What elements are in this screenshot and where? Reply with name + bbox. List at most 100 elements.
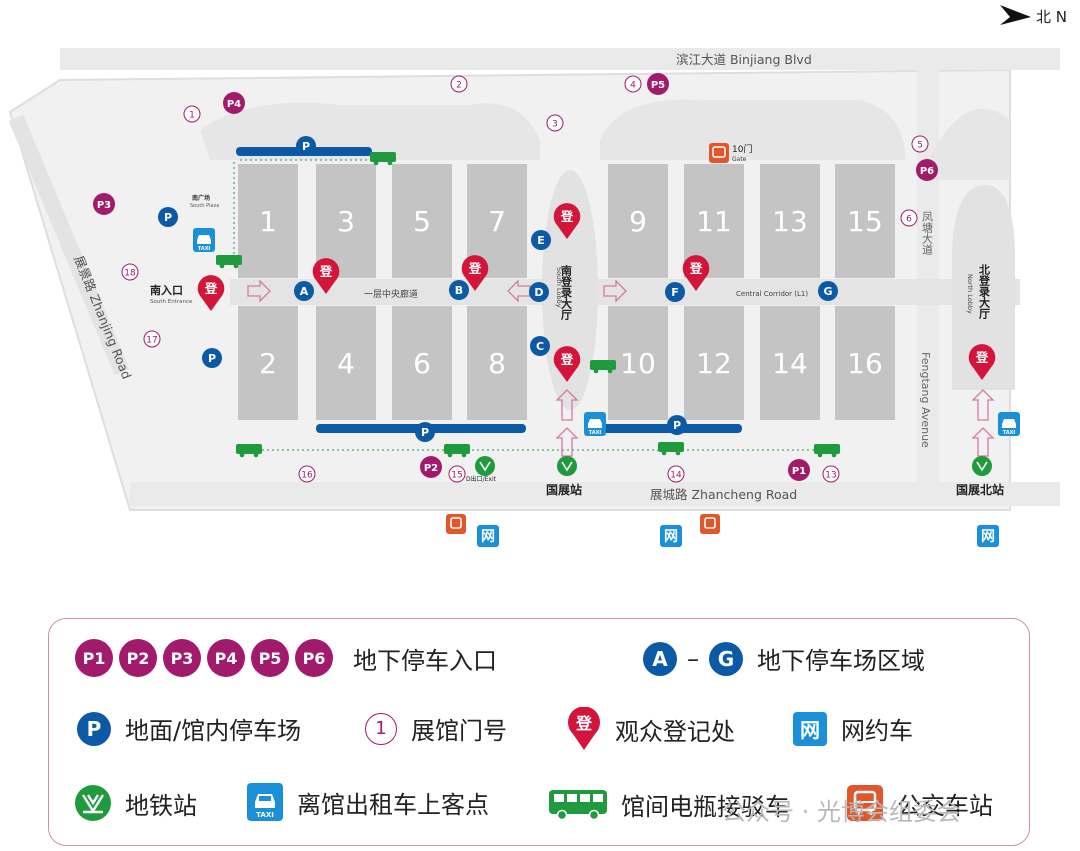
metro-icon bbox=[75, 785, 111, 821]
hall-number: 4 bbox=[337, 347, 355, 380]
legend-ride-hailing: 网 网约车 bbox=[793, 711, 913, 746]
svg-text:P: P bbox=[421, 426, 429, 439]
zone-F: F bbox=[665, 282, 685, 302]
hall-number: 8 bbox=[488, 347, 506, 380]
south-plaza-cn: 南广场 bbox=[192, 194, 210, 202]
south-plaza-en: South Plaza bbox=[190, 203, 219, 209]
svg-text:P: P bbox=[302, 140, 310, 153]
registration-pin: 登 bbox=[461, 255, 489, 291]
p1-badge: P1 bbox=[75, 639, 113, 677]
registration-pin: 登 bbox=[553, 346, 581, 382]
hall-4: 4 bbox=[316, 306, 376, 420]
hall-2: 2 bbox=[238, 306, 298, 420]
svg-text:4: 4 bbox=[630, 81, 636, 91]
hall-8: 8 bbox=[467, 306, 527, 420]
hall-13: 13 bbox=[760, 164, 820, 278]
watermark: 公众号 · 光博会组委会 bbox=[722, 798, 961, 826]
gate-6: 6 bbox=[900, 209, 918, 227]
south-entrance-en: South Entrance bbox=[150, 299, 193, 305]
zone-G: G bbox=[818, 281, 838, 301]
svg-text:网: 网 bbox=[481, 529, 495, 545]
parking-entrance-label: 地下停车入口 bbox=[353, 646, 497, 675]
bus-stop-icon bbox=[700, 514, 720, 534]
shuttle-stop-icon bbox=[370, 152, 396, 166]
surface-parking-icon: P bbox=[158, 207, 178, 227]
zone-dash: – bbox=[687, 644, 699, 673]
north-lobby-cn: 北登录大厅 bbox=[978, 263, 992, 320]
surface-parking-icon: P bbox=[667, 415, 687, 435]
zone-a-badge: A bbox=[643, 641, 677, 676]
svg-text:P2: P2 bbox=[424, 463, 438, 474]
shuttle-stop-icon bbox=[814, 444, 840, 458]
gate-14: 14 bbox=[667, 465, 685, 483]
fengtang-road-cn: 凤塘大道 bbox=[921, 211, 934, 255]
gate-2: 2 bbox=[450, 75, 468, 93]
svg-text:P: P bbox=[208, 352, 216, 365]
hall-15: 15 bbox=[835, 164, 895, 278]
hall-number: 12 bbox=[696, 347, 732, 380]
svg-text:网: 网 bbox=[981, 529, 995, 545]
gate-1: 1 bbox=[183, 105, 201, 123]
legend-bus-stop: 公交车站 bbox=[847, 785, 993, 821]
zone-D: D bbox=[529, 282, 549, 302]
corridor-label-en: Central Corridor (L1) bbox=[736, 290, 808, 298]
parking-entrance-P4: P4 bbox=[223, 92, 245, 114]
svg-text:登: 登 bbox=[204, 281, 218, 296]
shuttle-stop-icon bbox=[444, 444, 470, 458]
svg-text:登: 登 bbox=[975, 350, 989, 365]
surface-parking-icon: P bbox=[202, 348, 222, 368]
svg-text:C: C bbox=[536, 340, 544, 353]
p3-badge: P3 bbox=[163, 639, 201, 677]
zone-B: B bbox=[449, 280, 469, 300]
legend-surface-parking: P 地面/馆内停车场 bbox=[77, 711, 301, 746]
bus-stop-icon bbox=[847, 785, 883, 821]
gate-18: 18 bbox=[121, 263, 139, 281]
legend-parking-entrances: P1 P2 P3 P4 P5 P6 地下停车入口 bbox=[75, 639, 497, 677]
taxi-icon: TAXI bbox=[247, 783, 283, 821]
flow-arrows bbox=[247, 279, 995, 457]
shuttle-route bbox=[233, 159, 828, 451]
parking-entrance-P5: P5 bbox=[647, 73, 669, 95]
svg-text:13: 13 bbox=[825, 471, 836, 481]
shuttle-stop-icon bbox=[590, 360, 616, 374]
zone-A: A bbox=[294, 281, 314, 301]
corridor-label-cn: 一层中央廊道 bbox=[364, 288, 418, 300]
svg-text:B: B bbox=[455, 284, 463, 297]
p2-badge: P2 bbox=[119, 639, 157, 677]
gate-5: 5 bbox=[911, 135, 929, 153]
svg-text:16: 16 bbox=[301, 471, 313, 481]
shuttle-stop-icon bbox=[236, 444, 262, 458]
hall-6: 6 bbox=[392, 306, 452, 420]
legend-parking-zones: A – G 地下停车场区域 bbox=[643, 641, 925, 676]
metro-station-icon bbox=[475, 456, 495, 476]
svg-text:G: G bbox=[823, 285, 832, 298]
svg-text:登: 登 bbox=[319, 264, 333, 279]
svg-text:18: 18 bbox=[124, 269, 136, 279]
hall-12: 12 bbox=[684, 306, 744, 420]
taxi-stand: TAXI bbox=[193, 228, 215, 252]
guozhan-station-label: 国展站 bbox=[546, 482, 582, 497]
hall-number: 5 bbox=[413, 205, 431, 238]
svg-text:登: 登 bbox=[560, 209, 574, 224]
svg-text:P: P bbox=[673, 419, 681, 432]
shuttle-bus-icon bbox=[549, 789, 607, 820]
p4-badge: P4 bbox=[207, 639, 245, 677]
south-entrance-cn: 南入口 bbox=[150, 283, 183, 297]
fengtang-road-en: Fengtang Avenue bbox=[919, 352, 932, 448]
legend-gate-number: 1 展馆门号 bbox=[365, 711, 507, 746]
parking-entrance-P2: P2 bbox=[420, 456, 442, 478]
hall-number: 3 bbox=[337, 205, 355, 238]
svg-text:TAXI: TAXI bbox=[198, 246, 211, 252]
svg-text:P4: P4 bbox=[227, 99, 241, 110]
hall-1: 1 bbox=[238, 164, 298, 278]
shuttle-stop-icon bbox=[216, 255, 242, 269]
legend-shuttle: 馆间电瓶接驳车 bbox=[549, 787, 789, 822]
ride-hailing-icon: 网 bbox=[793, 711, 827, 746]
svg-text:网: 网 bbox=[664, 529, 678, 545]
zone-E: E bbox=[531, 230, 551, 250]
metro-station-icon bbox=[557, 456, 577, 476]
svg-text:E: E bbox=[537, 234, 545, 247]
registration-pin: 登 bbox=[682, 255, 710, 291]
north-lobby-en: North Lobby bbox=[966, 274, 974, 314]
hall-number: 11 bbox=[696, 205, 732, 238]
